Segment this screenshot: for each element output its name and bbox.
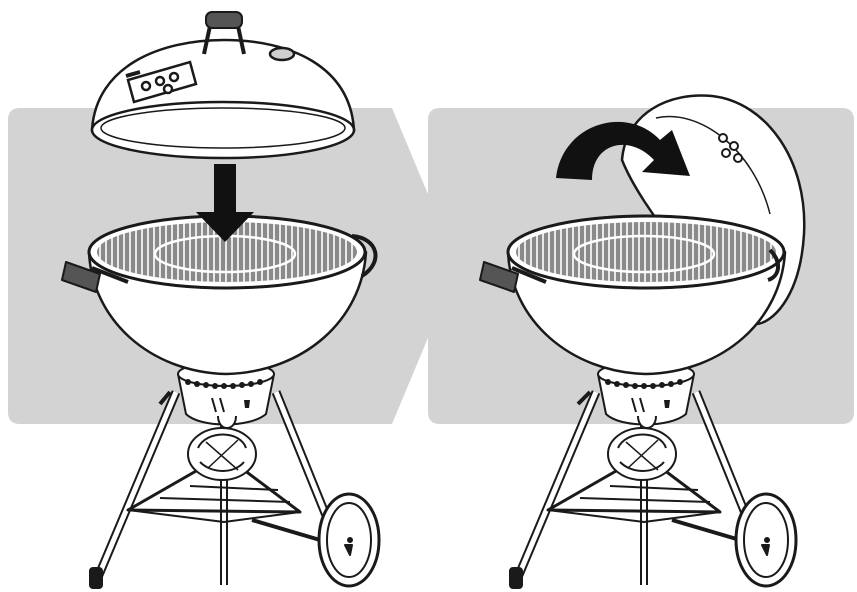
- ash-catcher: [608, 428, 676, 480]
- thermometer: [270, 48, 294, 60]
- wheel: [319, 494, 379, 586]
- lid-left: [92, 12, 354, 158]
- wheel: [736, 494, 796, 586]
- ash-catcher: [188, 428, 256, 480]
